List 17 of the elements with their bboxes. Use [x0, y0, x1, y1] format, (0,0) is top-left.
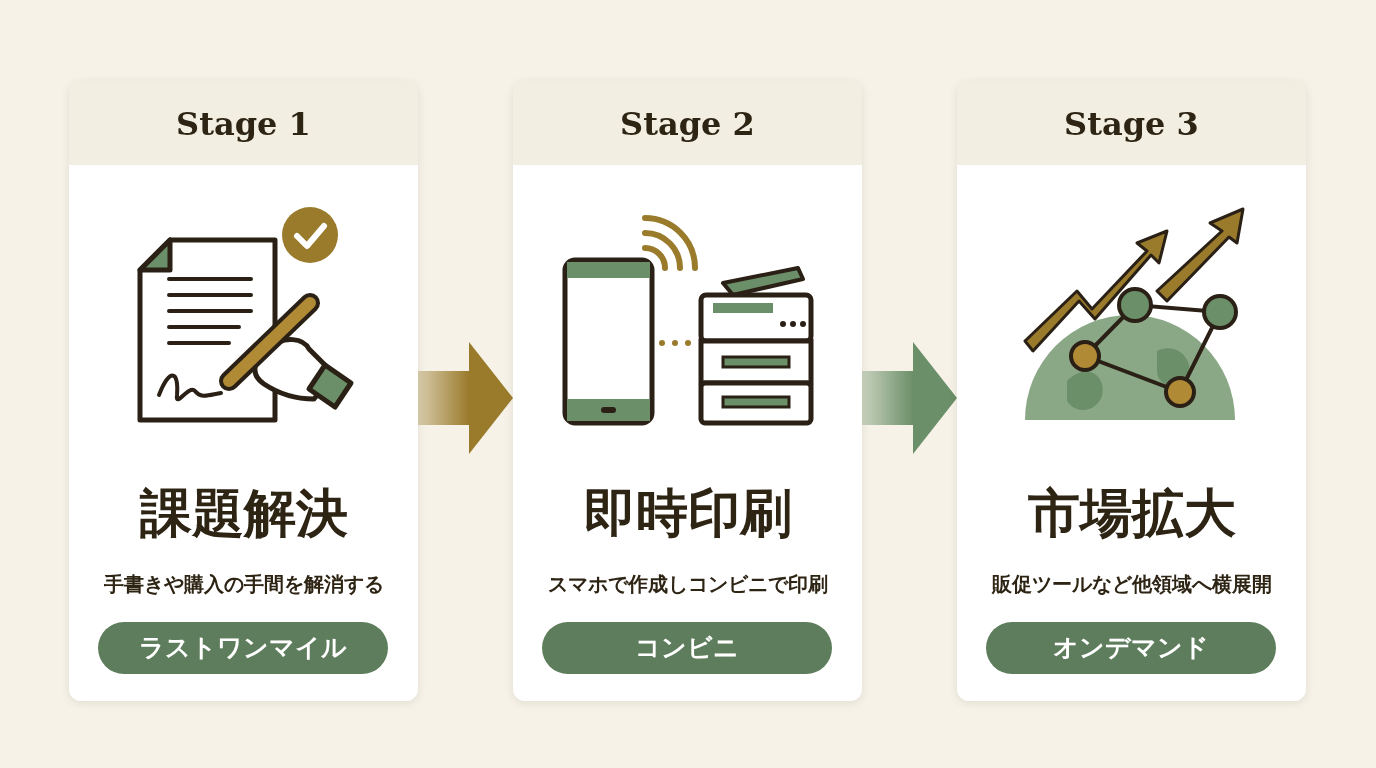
- arrow: [418, 342, 513, 454]
- keyword-pill: オンデマンド: [986, 622, 1276, 674]
- stage-heading: Stage 3: [1063, 105, 1200, 143]
- keyword-pill: コンビニ: [542, 622, 832, 674]
- keyword-pill: ラストワンマイル: [98, 622, 388, 674]
- stage-heading: Stage 2: [619, 105, 756, 143]
- stage-title: 即時印刷: [582, 481, 793, 545]
- stage-heading: Stage 1: [175, 105, 312, 143]
- stage-card: [513, 81, 862, 701]
- stage-description: スマホで作成しコンビニで印刷: [546, 571, 829, 598]
- stage-card: [69, 81, 418, 701]
- arrow: [862, 342, 957, 454]
- stage-title: 課題解決: [138, 481, 349, 545]
- stage-card: [957, 81, 1306, 701]
- stage-title: 市場拡大: [1026, 481, 1237, 545]
- stage-description: 販促ツールなど他領域へ横展開: [990, 571, 1273, 598]
- stage-description: 手書きや購入の手間を解消する: [102, 571, 385, 598]
